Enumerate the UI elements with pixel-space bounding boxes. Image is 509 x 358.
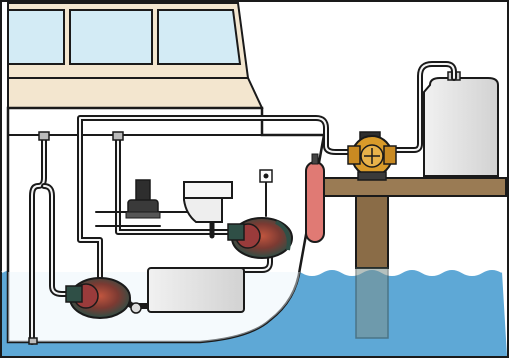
- cabin-window: [70, 10, 152, 64]
- shore-storage-tank: [424, 72, 498, 176]
- cabin: [8, 3, 262, 108]
- switch-box: [260, 170, 272, 182]
- holding-tank: [148, 268, 244, 312]
- cabin-deck: [8, 78, 262, 108]
- accumulator-tank: [306, 154, 324, 242]
- dock-piling-submerged: [356, 268, 388, 338]
- dock-deck: [324, 178, 506, 196]
- cabin-window: [158, 10, 240, 64]
- dock-piling: [356, 196, 388, 268]
- cabin-window: [8, 10, 64, 64]
